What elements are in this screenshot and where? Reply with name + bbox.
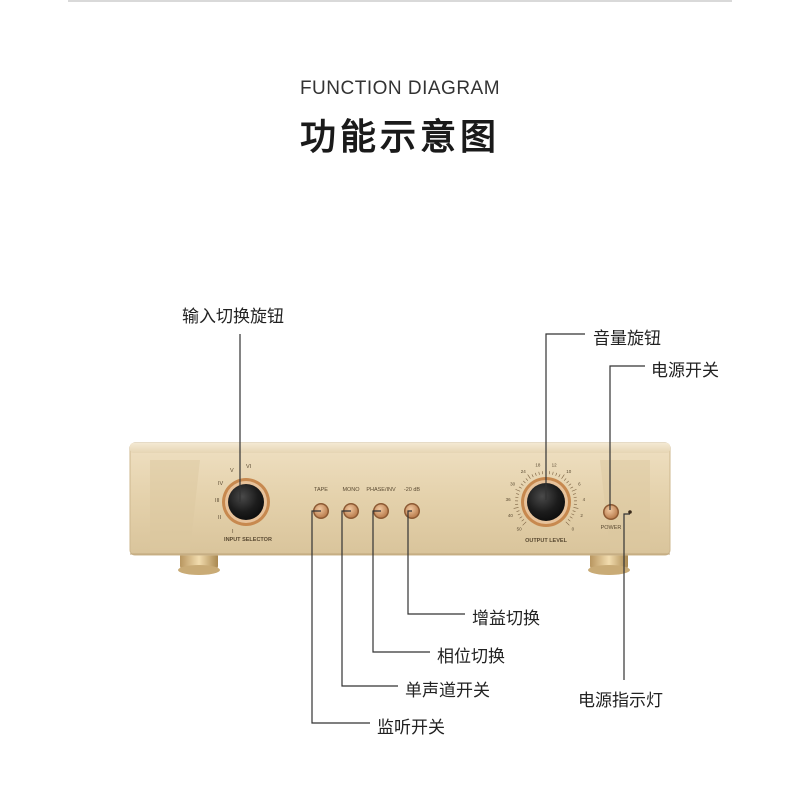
phase-inv-label: PHASE/INV xyxy=(366,487,396,493)
gain-label: -20 dB xyxy=(404,487,421,493)
callout-mono-switch: 单声道开关 xyxy=(405,676,490,701)
volume-scale-label: 50 xyxy=(517,526,523,531)
volume-scale-label: 30 xyxy=(510,481,516,486)
volume-scale-label: 24 xyxy=(521,469,527,474)
input-selector-label: INPUT SELECTOR xyxy=(224,537,272,543)
callout-input-selector: 输入切换旋钮 xyxy=(182,302,284,327)
callout-volume-knob: 音量旋钮 xyxy=(593,324,661,349)
callout-power-switch: 电源开关 xyxy=(651,356,719,381)
output-level-label: OUTPUT LEVEL xyxy=(525,538,568,544)
input-position-v: V xyxy=(230,468,234,474)
callout-power-indicator: 电源指示灯 xyxy=(578,686,663,711)
input-position-iii: III xyxy=(215,498,220,504)
callout-phase-switch: 相位切换 xyxy=(437,642,505,667)
volume-scale-label: 12 xyxy=(552,462,558,467)
input-position-iv: IV xyxy=(218,481,224,487)
input-selector-knob[interactable] xyxy=(222,478,270,526)
amplifier-chassis xyxy=(130,443,670,555)
volume-scale-label: 40 xyxy=(508,513,514,518)
tape-label: TAPE xyxy=(314,487,328,493)
power-switch[interactable] xyxy=(603,504,619,520)
callout-gain-switch: 增益切换 xyxy=(472,604,540,629)
callout-monitor-switch: 监听开关 xyxy=(377,713,445,738)
input-position-ii: II xyxy=(218,515,222,521)
input-position-vi: VI xyxy=(246,464,252,470)
power-label: POWER xyxy=(601,525,622,531)
volume-scale-label: 36 xyxy=(506,497,512,502)
volume-scale-label: 10 xyxy=(566,469,572,474)
mono-label: MONO xyxy=(342,487,360,493)
volume-scale-label: 18 xyxy=(535,462,541,467)
power-indicator-led xyxy=(628,510,632,514)
